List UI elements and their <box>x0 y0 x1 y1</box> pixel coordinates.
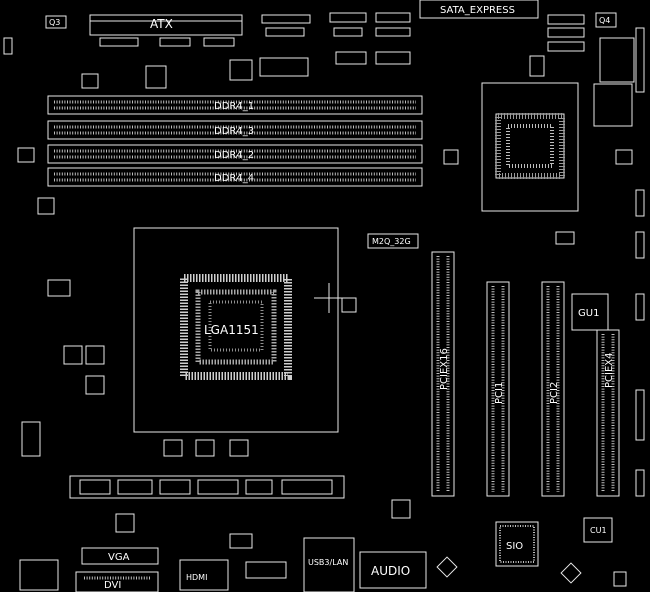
pci1-label: PCI1 <box>494 382 505 404</box>
bottom-header-strip <box>69 475 345 499</box>
sio-chip[interactable]: SIO <box>495 521 539 567</box>
m2-slot[interactable]: M2Q_32G <box>367 233 419 249</box>
pciex16-label: PCIEX16 <box>439 348 450 390</box>
atx-label: ATX <box>150 17 173 31</box>
cpu-socket[interactable]: LGA1151 <box>133 227 344 433</box>
cu1-label: CU1 <box>590 526 607 535</box>
cpu-socket-label: LGA1151 <box>204 323 259 337</box>
vga-label: VGA <box>108 552 130 563</box>
dimm-4-label: DDR4_4 <box>214 173 254 184</box>
dimm-1-label: DDR4_1 <box>214 101 254 112</box>
pci1-slot[interactable]: PCI1 <box>486 281 510 497</box>
pci2-slot[interactable]: PCI2 <box>541 281 565 497</box>
cu1-chip[interactable]: CU1 <box>583 517 613 543</box>
dvi-connector[interactable]: DVI <box>75 571 159 592</box>
sio-label: SIO <box>506 541 523 552</box>
audio-connector[interactable]: AUDIO <box>359 551 427 589</box>
hdmi-connector[interactable]: HDMI <box>179 559 229 591</box>
top-smd-array <box>99 12 585 52</box>
gu1-chip[interactable]: GU1 <box>571 293 609 331</box>
atx-power-connector[interactable]: ATX <box>89 14 243 36</box>
pciex16-slot[interactable]: PCIEX16 <box>431 251 455 497</box>
dimm-3-label: DDR4_3 <box>214 126 254 137</box>
q3-label: Q3 <box>49 18 60 27</box>
dimm-slot-1[interactable]: DDR4_1 <box>47 95 423 115</box>
passive-components <box>3 27 645 591</box>
pciex4-label: PCIEX4 <box>604 353 615 389</box>
dimm-slot-3[interactable]: DDR4_3 <box>47 120 423 140</box>
dimm-slot-2[interactable]: DDR4_2 <box>47 144 423 164</box>
gu1-label: GU1 <box>578 308 599 319</box>
chipset-bga[interactable] <box>481 82 579 212</box>
vga-connector[interactable]: VGA <box>81 547 159 565</box>
dimm-2-label: DDR4_2 <box>214 150 254 161</box>
usb-lan-label: USB3/LAN <box>308 558 348 567</box>
audio-label: AUDIO <box>371 564 410 578</box>
sata-express-connector[interactable]: SATA_EXPRESS <box>419 0 539 19</box>
dimm-slot-4[interactable]: DDR4_4 <box>47 167 423 187</box>
sata-express-label: SATA_EXPRESS <box>440 5 515 16</box>
m2-label: M2Q_32G <box>372 237 411 246</box>
q3-component: Q3 <box>45 15 67 29</box>
dvi-label: DVI <box>104 580 121 591</box>
q4-component: Q4 <box>595 12 617 28</box>
pci2-label: PCI2 <box>549 382 560 404</box>
hdmi-label: HDMI <box>186 573 207 582</box>
q4-label: Q4 <box>599 16 610 25</box>
pciex4-slot[interactable]: PCIEX4 <box>596 329 620 497</box>
usb-lan-connector[interactable]: USB3/LAN <box>303 537 355 592</box>
